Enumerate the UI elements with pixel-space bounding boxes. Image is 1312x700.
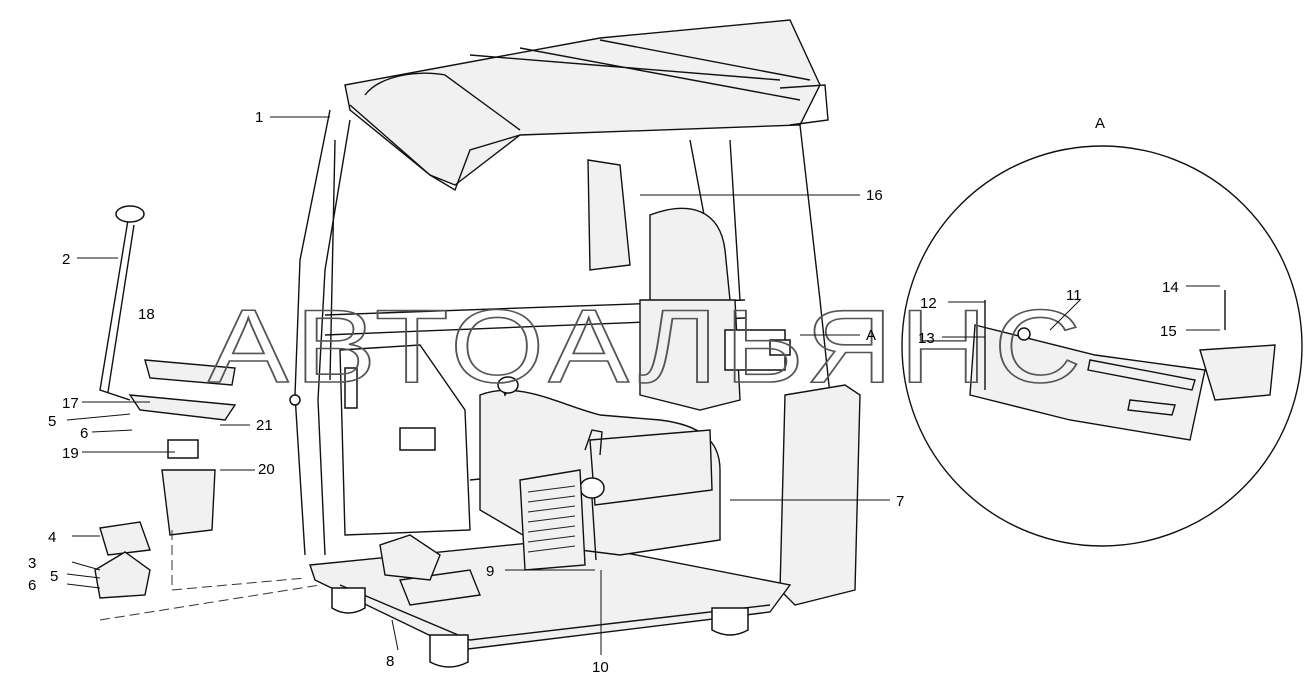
callout-16: 16 xyxy=(866,187,883,204)
callout-7: 7 xyxy=(896,493,904,510)
callout-8: 8 xyxy=(386,653,394,670)
callout-15: 15 xyxy=(1160,323,1177,340)
pedal-mount xyxy=(161,439,216,536)
callout-5-upper: 5 xyxy=(48,413,56,430)
callout-5-lower: 5 xyxy=(50,568,58,585)
callout-3: 3 xyxy=(28,555,36,572)
callout-20: 20 xyxy=(258,461,275,478)
pedal-pad xyxy=(99,521,151,556)
mount-bracket-area xyxy=(724,329,791,371)
callout-6-lower: 6 xyxy=(28,577,36,594)
callout-6-upper: 6 xyxy=(80,425,88,442)
callout-4: 4 xyxy=(48,529,56,546)
leader-lines xyxy=(66,116,1220,655)
callout-13: 13 xyxy=(918,330,935,347)
assembly-line-lower xyxy=(99,584,321,621)
callout-19: 19 xyxy=(62,445,79,462)
control-lever xyxy=(99,205,145,401)
controller-box xyxy=(519,469,586,571)
callout-9: 9 xyxy=(486,563,494,580)
view-marker-a: A xyxy=(866,327,876,344)
callout-17: 17 xyxy=(62,395,79,412)
assembly-line-upper xyxy=(171,577,306,591)
callout-10: 10 xyxy=(592,659,609,676)
callout-21: 21 xyxy=(256,417,273,434)
detail-view-a xyxy=(901,145,1303,547)
callout-1: 1 xyxy=(255,109,263,126)
pedal-base xyxy=(94,551,151,599)
upper-unit xyxy=(587,159,631,271)
callout-14: 14 xyxy=(1162,279,1179,296)
operator-seat xyxy=(479,207,741,561)
cab-frame xyxy=(289,19,861,606)
detail-view-label: A xyxy=(1095,115,1105,132)
callout-18: 18 xyxy=(138,306,155,323)
callout-12: 12 xyxy=(920,295,937,312)
watermark: АВТОАЛЬЯНС xyxy=(208,289,1088,405)
lever-bracket xyxy=(128,394,237,421)
pedal-cover xyxy=(144,359,236,386)
callout-2: 2 xyxy=(62,251,70,268)
floor-pedal xyxy=(379,534,441,581)
callout-11: 11 xyxy=(1066,287,1082,304)
